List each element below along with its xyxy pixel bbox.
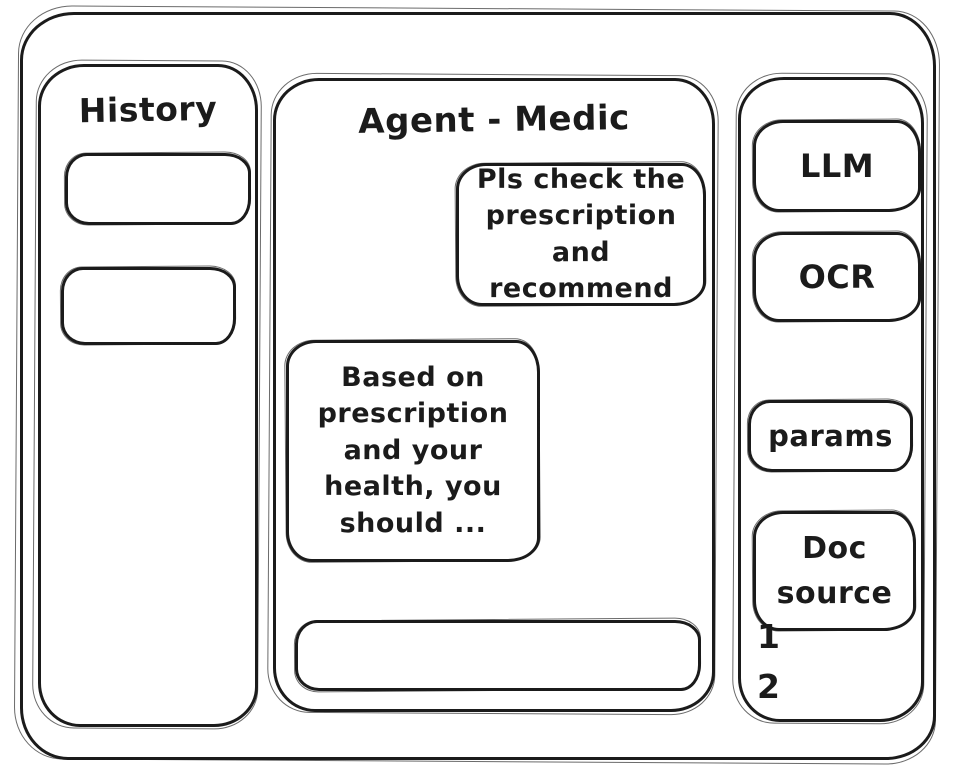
doc-source-item-1[interactable]: 1 (757, 617, 781, 656)
chat-input[interactable] (295, 620, 701, 691)
history-panel: History (38, 64, 258, 727)
chat-title: Agent - Medic (357, 98, 631, 142)
history-title: History (78, 88, 218, 131)
llm-button[interactable]: LLM (753, 120, 921, 212)
history-item[interactable] (65, 153, 251, 225)
agent-message-bubble: Based on prescription and your health, y… (286, 340, 540, 562)
agent-message-text: Based on prescription and your health, y… (317, 361, 509, 539)
chat-panel: Agent - Medic Pls check the prescription… (273, 78, 715, 712)
doc-source-item-2[interactable]: 2 (757, 667, 781, 706)
user-message-bubble: Pls check the prescription and recommend (456, 163, 706, 306)
ocr-button[interactable]: OCR (753, 232, 921, 322)
tools-panel: LLM OCR params Doc source 1 2 (738, 77, 924, 722)
user-message-text: Pls check the prescription and recommend (476, 163, 686, 304)
doc-source-list: 1 2 (757, 620, 780, 703)
doc-source-button[interactable]: Doc source (753, 511, 916, 631)
params-button[interactable]: params (748, 400, 913, 472)
history-item[interactable] (61, 267, 236, 345)
